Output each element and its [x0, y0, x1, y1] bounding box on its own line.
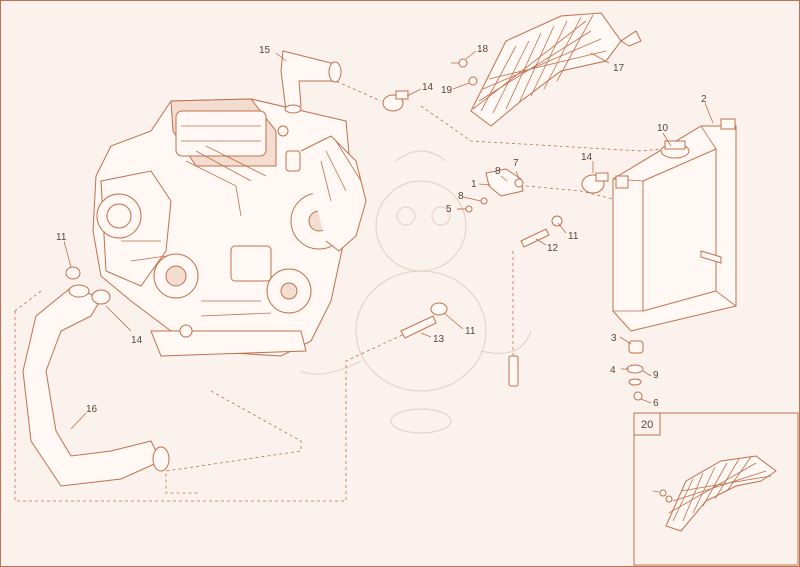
callout-7: 7	[513, 158, 519, 169]
upper-hose	[280, 50, 342, 114]
callout-15: 15	[259, 45, 271, 56]
callout-17: 17	[613, 63, 625, 74]
routing-lines	[14, 78, 702, 502]
callout-labels: 2 10 7 8 1 8 5 11 12 11 13 14 15 18 19 1…	[56, 44, 707, 415]
callout-6: 6	[653, 398, 659, 409]
fasteners	[277, 58, 644, 401]
callout-4: 4	[610, 365, 616, 376]
pipe-13	[400, 315, 437, 339]
callout-18: 18	[477, 44, 489, 55]
mascot-watermark-icon	[300, 150, 532, 434]
callout-11-right: 11	[568, 231, 579, 242]
callout-14-upper: 14	[422, 82, 434, 93]
callout-5: 5	[446, 204, 452, 215]
pipe-12	[520, 228, 550, 248]
inset-panel: 20	[633, 412, 799, 566]
hose-clamp-right	[581, 172, 609, 194]
callout-3: 3	[611, 333, 617, 344]
leader-lines	[63, 50, 714, 430]
fan-shroud	[470, 12, 642, 127]
hose-clamp-lower	[91, 289, 111, 305]
callout-12: 12	[547, 243, 559, 254]
callout-8-upper: 8	[495, 166, 501, 177]
drain-pipe	[508, 355, 519, 387]
callout-13: 13	[433, 334, 445, 345]
small-clamp	[65, 215, 563, 316]
callout-2: 2	[701, 94, 707, 105]
callout-14-lower: 14	[131, 335, 143, 346]
callout-16: 16	[86, 404, 98, 415]
radiator	[612, 118, 737, 332]
radiator-cap	[660, 140, 690, 159]
callout-14-right: 14	[581, 152, 593, 163]
callout-19: 19	[441, 85, 453, 96]
inset-label: 20	[641, 419, 653, 431]
hose-clamp-upper	[382, 90, 409, 112]
engine-assembly	[92, 98, 367, 357]
callout-8-lower: 8	[458, 191, 464, 202]
callout-9: 9	[653, 370, 659, 381]
mounting-bracket	[485, 168, 524, 197]
callout-11-left: 11	[56, 232, 67, 243]
callout-11-mid: 11	[465, 326, 476, 337]
inset-shroud	[652, 455, 777, 532]
lower-hose	[22, 284, 170, 487]
callout-10: 10	[657, 123, 669, 134]
callout-1: 1	[471, 179, 477, 190]
